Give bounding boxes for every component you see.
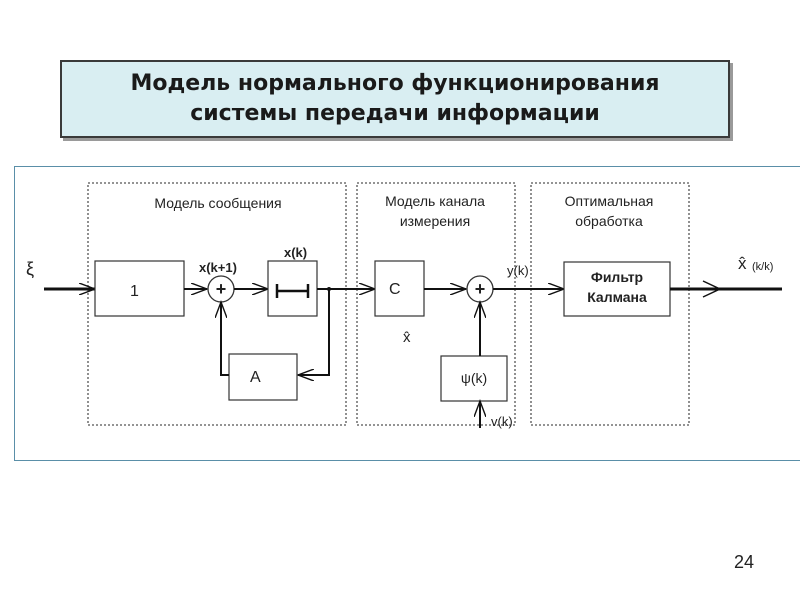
input-symbol: ξ [26, 259, 34, 279]
block-c-label: C [389, 281, 401, 298]
section-label-optimal-1: Оптимальная [565, 193, 654, 209]
block-c [374, 260, 425, 317]
page-number: 24 [733, 552, 754, 572]
section-message-model [87, 182, 347, 426]
signal-x-k: x(k) [284, 245, 307, 260]
kalman-label-2: Калмана [587, 289, 647, 305]
block-a-label: A [250, 369, 261, 386]
block-a [228, 353, 298, 401]
section-label-optimal-2: обработка [575, 213, 643, 229]
signal-y-k: y(k) [507, 263, 529, 278]
summation-plus-2: + [475, 279, 486, 299]
block-psi-label: ψ(k) [461, 370, 487, 386]
block-kalman-filter [563, 261, 671, 317]
feedback-line-to-a [298, 289, 330, 375]
output-symbol: x̂ [738, 254, 747, 273]
kalman-label-1: Фильтр [591, 269, 643, 285]
signal-v-k: v(k) [491, 414, 513, 429]
section-label-channel-2: измерения [400, 213, 470, 229]
slide-title: Модель нормального функционирования сист… [130, 71, 660, 126]
delay-block [267, 260, 318, 317]
section-label-channel-1: Модель канала [385, 193, 485, 209]
signal-x-k1: x(k+1) [199, 260, 237, 275]
signal-x-hat: x̂ [403, 329, 411, 346]
output-subscript: (k/k) [752, 261, 773, 273]
title-box: Модель нормального функционирования сист… [60, 60, 730, 138]
output-arrowhead [702, 280, 722, 298]
block-1 [94, 260, 185, 317]
section-label-message-model: Модель сообщения [154, 195, 281, 211]
summation-plus-1: + [216, 279, 227, 299]
feedback-line-a-to-sum1 [221, 302, 229, 376]
block-1-label: 1 [130, 283, 139, 300]
